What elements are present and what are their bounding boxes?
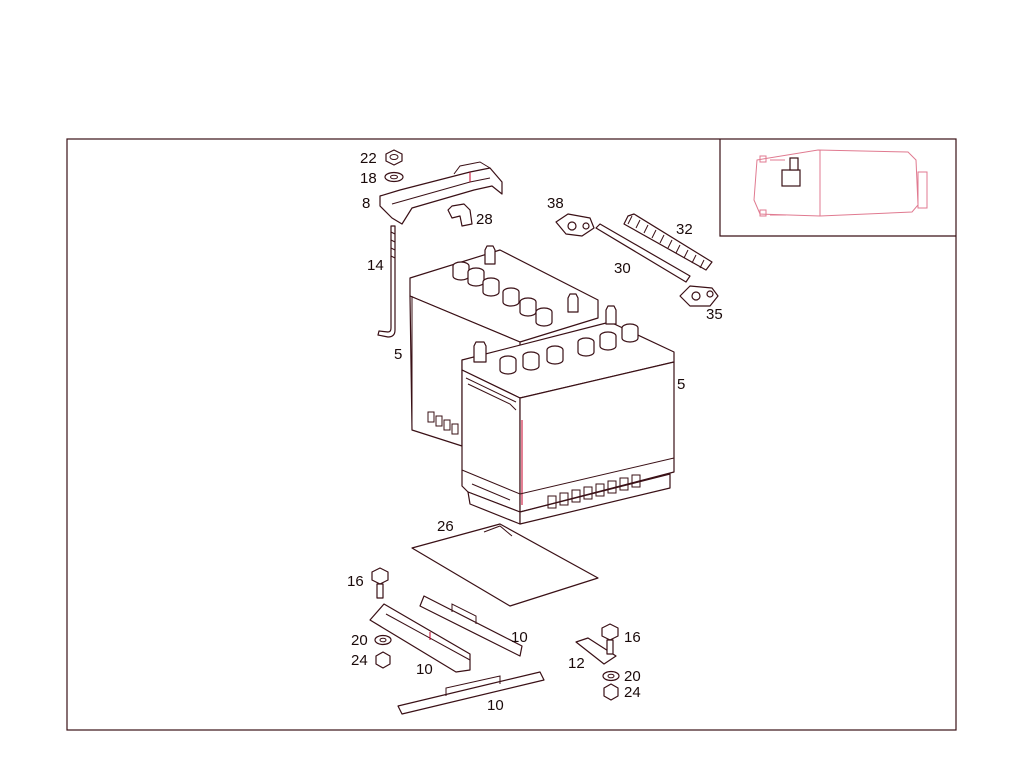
callout-38: 38	[547, 195, 564, 212]
bracket-10-bottom	[397, 671, 545, 715]
callout-35: 35	[706, 306, 723, 323]
terminal-clamp-38	[555, 213, 595, 237]
diagram-frame	[66, 138, 957, 731]
hold-down-bar-8	[379, 161, 503, 225]
vehicle-locator-inset	[719, 139, 956, 237]
terminal-clamp-35	[679, 285, 719, 307]
callout-10-middle: 10	[511, 629, 528, 646]
callout-5-rear: 5	[394, 346, 402, 363]
battery-front-5	[461, 305, 675, 525]
washer-20-left	[374, 634, 392, 646]
callout-labels: 22 18 8 28 14 5 5 38 32 30 35 26 16 16 2…	[347, 150, 723, 714]
callout-28: 28	[476, 211, 493, 228]
callout-18: 18	[360, 170, 377, 187]
callout-16-left: 16	[347, 573, 364, 590]
washer-20-right	[602, 670, 620, 682]
j-bolt-14	[377, 225, 396, 338]
callout-16-right: 16	[624, 629, 641, 646]
callout-10-bottom: 10	[487, 697, 504, 714]
washer-18	[384, 171, 404, 183]
battery-location-marker	[781, 169, 801, 187]
callout-26: 26	[437, 518, 454, 535]
battery-cable-32	[623, 213, 713, 271]
plate-12	[575, 637, 617, 665]
hex-nut-24-right	[603, 683, 619, 701]
bracket-10-left	[369, 603, 471, 673]
callout-12: 12	[568, 655, 585, 672]
callout-24-right: 24	[624, 684, 641, 701]
bolt-16-right	[601, 623, 619, 655]
callout-32: 32	[676, 221, 693, 238]
callout-10-left: 10	[416, 661, 433, 678]
callout-30: 30	[614, 260, 631, 277]
callout-8: 8	[362, 195, 370, 212]
callout-20-right: 20	[624, 668, 641, 685]
hex-nut-22	[385, 149, 403, 166]
rear-battery-caps	[452, 245, 579, 327]
hex-nut-24-left	[375, 651, 391, 669]
callout-24-left: 24	[351, 652, 368, 669]
tray-mat-26	[411, 523, 599, 607]
bolt-16-left	[371, 567, 389, 599]
bracket-10-middle	[419, 595, 523, 657]
callout-20-left: 20	[351, 632, 368, 649]
front-battery-vents	[547, 474, 641, 509]
clip-28	[447, 203, 473, 227]
connecting-rod-30	[595, 223, 691, 283]
callout-5-front: 5	[677, 376, 685, 393]
front-battery-caps	[473, 305, 639, 375]
callout-22: 22	[360, 150, 377, 167]
callout-14: 14	[367, 257, 384, 274]
